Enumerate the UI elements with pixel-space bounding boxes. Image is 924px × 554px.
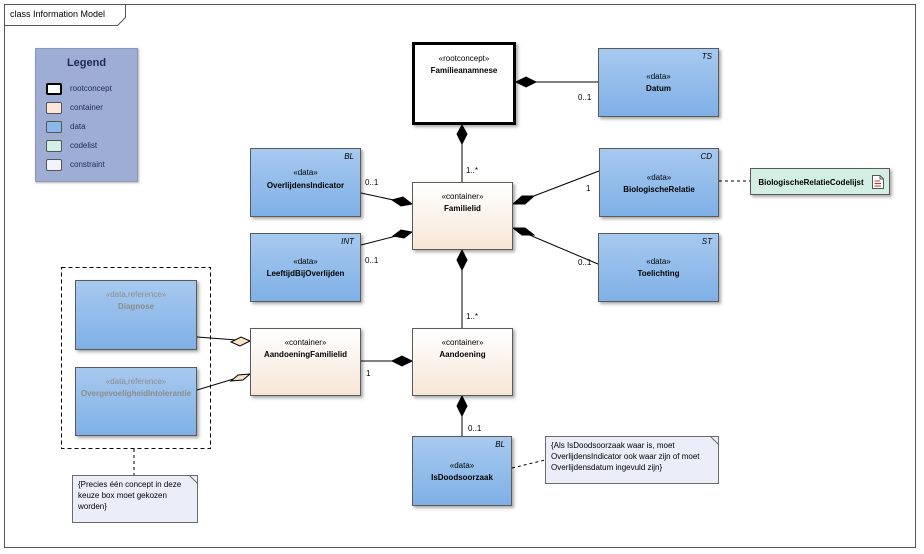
node-datum[interactable]: TS «data» Datum <box>598 48 719 117</box>
composition-diamond-familielid <box>456 123 468 146</box>
node-familielid[interactable]: «container» Familielid <box>412 182 513 250</box>
note-line: {Als IsDoodsoorzaak waar is, moet <box>551 441 675 450</box>
multiplicity-datum: 0..1 <box>578 93 592 102</box>
composition-diamond-aandoening <box>456 248 468 272</box>
note-line: worden} <box>78 502 107 511</box>
node-familieanamnese[interactable]: «rootconcept» Familieanamnese <box>412 42 516 125</box>
legend-title: Legend <box>66 57 107 69</box>
node-diagnose[interactable]: «data,reference» Diagnose <box>75 280 197 350</box>
node-overlijdensindicator[interactable]: BL «data» OverlijdensIndicator <box>250 148 361 217</box>
legend-label: container <box>70 103 103 112</box>
multiplicity-familielid: 1..* <box>466 166 479 175</box>
node-type-tag: ST <box>701 237 712 246</box>
composition-diamond-overlijdensindicator <box>390 196 414 207</box>
note-line: keuze box moet gekozen <box>78 491 167 500</box>
multiplicity-biologischerelatie: 1 <box>586 184 591 193</box>
legend-swatch <box>46 121 62 133</box>
node-stereotype: «data,reference» <box>105 377 167 386</box>
node-leeftijdbijoverlijden[interactable]: INT «data» LeeftijdBijOverlijden <box>250 233 361 302</box>
node-stereotype: «data» <box>646 72 671 81</box>
legend-label: codelist <box>70 141 98 150</box>
aggregation-diamond-overgevoeligheid <box>229 373 252 382</box>
node-toelichting[interactable]: ST «data» Toelichting <box>598 233 719 302</box>
composition-diamond-isdoodsoorzaak <box>456 394 468 418</box>
multiplicity-aandoeningfamilielid: 1 <box>366 369 371 378</box>
node-aandoening[interactable]: «container» Aandoening <box>412 328 513 396</box>
multiplicity-leeftijd: 0..1 <box>365 256 379 265</box>
composition-diamond-biologischerelatie <box>511 195 536 205</box>
note-choice-box: {Precies één concept in deze keuze box m… <box>72 475 198 523</box>
legend: Legend rootconcept container data codeli… <box>35 48 138 182</box>
node-name: Toelichting <box>637 269 680 278</box>
frame-title: class Information Model <box>10 9 106 19</box>
node-stereotype: «data,reference» <box>105 290 167 299</box>
node-name: Aandoening <box>439 350 486 359</box>
node-isdoodsoorzaak[interactable]: BL «data» IsDoodsoorzaak <box>412 436 512 506</box>
node-name: LeeftijdBijOverlijden <box>266 269 345 278</box>
node-stereotype: «data» <box>293 257 318 266</box>
node-type-tag: INT <box>341 237 354 246</box>
frame-tab-outline <box>4 4 126 26</box>
legend-swatch <box>46 83 62 95</box>
choice-box <box>61 267 211 449</box>
node-name: BiologischeRelatie <box>623 185 695 194</box>
legend-label: rootconcept <box>70 84 112 93</box>
note-line: {Precies één concept in deze <box>78 480 182 489</box>
legend-label: data <box>70 122 86 131</box>
node-name: OverlijdensIndicator <box>266 181 345 190</box>
diagram-frame-tab: class Information Model <box>4 4 126 26</box>
node-aandoeningfamilielid[interactable]: «container» AandoeningFamilielid <box>250 328 361 396</box>
node-name: IsDoodsoorzaak <box>431 473 493 482</box>
composition-diamond-leeftijd <box>391 229 414 239</box>
node-name: Familielid <box>444 204 481 213</box>
node-name: Diagnose <box>117 302 154 311</box>
diagram-frame <box>4 4 916 548</box>
legend-label: constraint <box>70 160 105 169</box>
multiplicity-toelichting: 0..1 <box>578 258 592 267</box>
node-stereotype: «container» <box>284 338 327 347</box>
connector-constraint-note <box>511 459 546 469</box>
node-biologischerelatiecodelijst[interactable]: BiologischeRelatieCodelijst <box>750 168 890 195</box>
note-constraint: {Als IsDoodsoorzaak waar is, moet Overli… <box>545 436 719 484</box>
node-name: BiologischeRelatieCodelijst <box>758 178 864 187</box>
node-overgevoeligheidintolerantie[interactable]: «data,reference» OvergevoeligheidIntoler… <box>75 367 197 436</box>
node-stereotype: «data» <box>293 168 318 177</box>
node-type-tag: BL <box>344 152 354 161</box>
node-name: Familieanamnese <box>430 66 498 75</box>
composition-diamond-aandoeningfamilielid <box>390 355 414 367</box>
composition-diamond-datum <box>514 76 538 88</box>
legend-swatch <box>46 159 62 171</box>
node-type-tag: BL <box>495 440 505 449</box>
node-type-tag: CD <box>700 152 712 161</box>
composition-diamond-toelichting <box>511 227 536 236</box>
node-biologischerelatie[interactable]: CD «data» BiologischeRelatie <box>599 148 719 217</box>
node-type-tag: TS <box>701 52 712 61</box>
legend-swatch <box>46 140 62 152</box>
node-stereotype: «data» <box>646 257 671 266</box>
document-icon <box>872 175 884 189</box>
node-name: Datum <box>646 84 671 93</box>
node-name: OvergevoeligheidIntolerantie <box>80 389 192 398</box>
legend-swatch <box>46 102 62 114</box>
note-line: Overlijdensdatum ingevuld zijn} <box>551 463 663 472</box>
node-stereotype: «data» <box>646 173 672 182</box>
node-stereotype: «rootconcept» <box>438 54 490 63</box>
note-line: OverlijdensIndicator ook waar zijn of mo… <box>551 452 700 461</box>
multiplicity-aandoening: 1..* <box>466 312 479 321</box>
multiplicity-overlijdensindicator: 0..1 <box>365 178 379 187</box>
multiplicity-isdoodsoorzaak: 0..1 <box>468 424 482 433</box>
aggregation-diamond-diagnose <box>229 336 252 347</box>
node-name: AandoeningFamilielid <box>263 350 348 359</box>
node-stereotype: «container» <box>441 192 484 201</box>
node-stereotype: «data» <box>449 461 475 470</box>
node-stereotype: «container» <box>441 338 484 347</box>
